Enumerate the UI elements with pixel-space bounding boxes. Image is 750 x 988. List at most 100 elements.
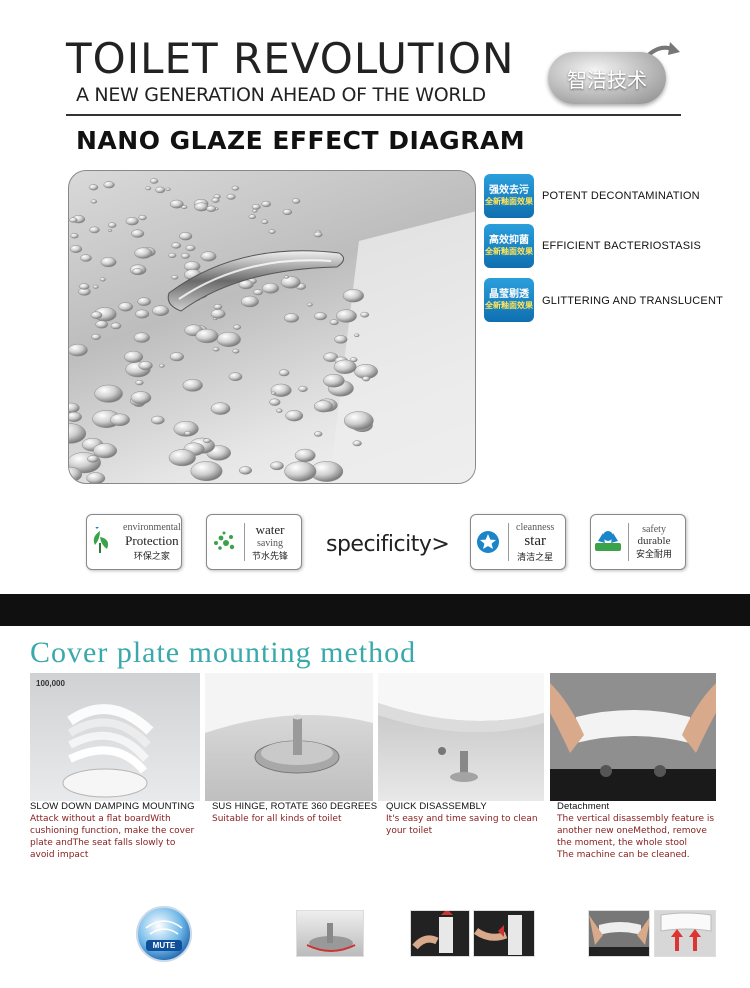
water-droplet <box>130 391 152 405</box>
water-droplet <box>93 443 118 459</box>
damping-photo: 100,000 <box>30 673 200 801</box>
spec-cleanness: cleanness star 清洁之星 <box>470 514 566 570</box>
water-droplet <box>138 361 153 371</box>
water-droplet <box>138 214 147 221</box>
water-droplet <box>280 276 301 289</box>
cycle-count-label: 100,000 <box>36 679 65 688</box>
water-droplet <box>125 217 139 226</box>
decontamination-badge-icon: 强效去污 全新釉面效果 <box>484 174 534 218</box>
water-droplet <box>89 226 100 234</box>
water-droplet <box>195 328 219 344</box>
water-droplet <box>284 275 289 279</box>
water-droplet <box>314 312 327 321</box>
water-droplet <box>165 187 171 191</box>
water-droplet <box>134 247 153 259</box>
water-droplet <box>190 461 223 482</box>
seat-pin-illustration <box>378 673 544 782</box>
water-droplet <box>226 193 236 200</box>
water-droplet <box>294 448 316 462</box>
step2-heading: SUS HINGE, ROTATE 360 DEGREES <box>212 801 378 812</box>
water-droplet <box>107 228 113 232</box>
water-droplet <box>342 289 364 303</box>
spec-line1: safety <box>642 524 666 535</box>
water-droplet <box>194 202 209 212</box>
spec-line2: Protection <box>125 533 179 548</box>
water-droplet <box>285 410 304 422</box>
step3-body: It's easy and time saving to clean your … <box>386 814 538 836</box>
water-droplet <box>110 322 122 330</box>
water-droplet <box>333 359 357 374</box>
water-droplet <box>248 214 257 220</box>
water-droplet <box>184 430 192 436</box>
water-droplet <box>343 411 374 430</box>
bacteriostasis-badge-icon: 高效抑菌 全新釉面效果 <box>484 224 534 268</box>
mute-label: MUTE <box>152 941 176 950</box>
water-droplet <box>94 384 123 403</box>
water-droplet <box>213 304 223 310</box>
water-droplet <box>182 378 203 392</box>
water-droplet <box>283 313 300 323</box>
water-droplet <box>261 219 269 225</box>
spec-environmental: environmental Protection 环保之家 <box>86 514 182 570</box>
translucent-badge-icon: 晶莹剔透 全新釉面效果 <box>484 278 534 322</box>
water-droplet <box>69 217 78 223</box>
spec-line3: 安全耐用 <box>636 550 673 560</box>
hinge-rotate-thumb <box>296 910 364 957</box>
water-droplet <box>110 413 130 427</box>
water-drops-icon <box>214 531 235 550</box>
water-droplet <box>173 420 199 437</box>
water-droplet <box>228 372 243 382</box>
water-droplet <box>291 198 301 204</box>
water-droplet <box>362 376 371 382</box>
water-droplet <box>252 209 258 213</box>
water-droplet <box>232 348 240 354</box>
water-droplet <box>107 222 117 228</box>
water-droplets-photo <box>68 170 476 484</box>
detachment-thumb-2 <box>654 910 716 957</box>
water-droplet <box>240 295 259 308</box>
spec-line2: durable <box>637 535 671 547</box>
water-droplet <box>171 242 182 249</box>
water-droplet <box>118 302 134 312</box>
detachment-thumb-1 <box>588 910 650 957</box>
water-droplet <box>150 415 165 425</box>
water-droplet <box>95 320 109 329</box>
water-droplet <box>238 466 253 475</box>
quick-disassembly-photo <box>378 673 544 801</box>
spec-line3: 环保之家 <box>133 552 170 562</box>
water-droplet <box>180 253 190 259</box>
water-droplet <box>171 275 179 280</box>
mute-icon <box>136 906 192 962</box>
water-droplet <box>103 181 115 189</box>
water-droplet <box>90 199 98 204</box>
step1-heading: SLOW DOWN DAMPING MOUNTING <box>30 801 195 812</box>
water-droplet <box>79 283 90 290</box>
spec-line3: 清洁之星 <box>517 552 554 563</box>
water-droplet <box>168 449 196 467</box>
water-droplet <box>135 309 150 319</box>
water-droplet <box>149 178 159 184</box>
water-droplet <box>155 186 166 194</box>
water-droplet <box>168 252 177 258</box>
water-droplet <box>275 408 283 413</box>
water-droplet <box>323 373 345 388</box>
disassembly-thumb-1 <box>410 910 470 957</box>
disassembly-thumb-2 <box>473 910 535 957</box>
safety-shield-icon <box>595 531 621 551</box>
water-droplet <box>132 268 143 275</box>
water-droplet <box>87 455 99 463</box>
step2-body: Suitable for all kinds of toilet <box>212 814 342 824</box>
water-droplet <box>137 297 152 306</box>
water-droplet <box>169 352 185 362</box>
water-droplet <box>181 205 188 210</box>
water-droplet <box>262 282 280 294</box>
specificity-label: specificity> <box>326 532 450 557</box>
water-droplet <box>86 472 106 483</box>
water-droplet <box>349 357 358 363</box>
water-droplet <box>233 324 242 330</box>
water-droplet <box>91 333 101 340</box>
water-droplet <box>69 245 83 253</box>
spec-line3: 节水先锋 <box>252 552 289 562</box>
water-droplet <box>352 440 362 447</box>
section-divider-bar <box>0 594 750 626</box>
